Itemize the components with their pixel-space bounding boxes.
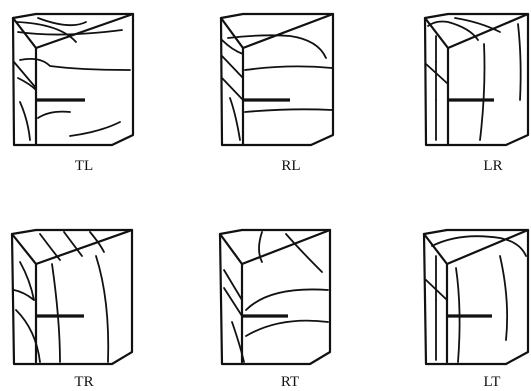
specimen-tr: TR [12, 230, 132, 390]
specimen-label: TL [75, 158, 93, 174]
specimen-label: LR [483, 158, 502, 174]
cube-outline [425, 14, 528, 145]
cube-outline [220, 230, 330, 364]
specimen-label: RL [281, 158, 300, 174]
specimen-lr: LR [425, 14, 528, 174]
grain-lines [14, 232, 108, 362]
specimen-tl: TL [13, 14, 133, 174]
grain-lines [222, 35, 332, 140]
specimen-rl: RL [221, 14, 333, 174]
specimen-label: TR [74, 374, 93, 390]
specimen-label: RT [281, 374, 299, 390]
specimen-rt: RT [220, 230, 330, 390]
specimen-lt: LT [424, 230, 528, 390]
cube-outline [424, 230, 528, 364]
specimen-label: LT [484, 374, 501, 390]
